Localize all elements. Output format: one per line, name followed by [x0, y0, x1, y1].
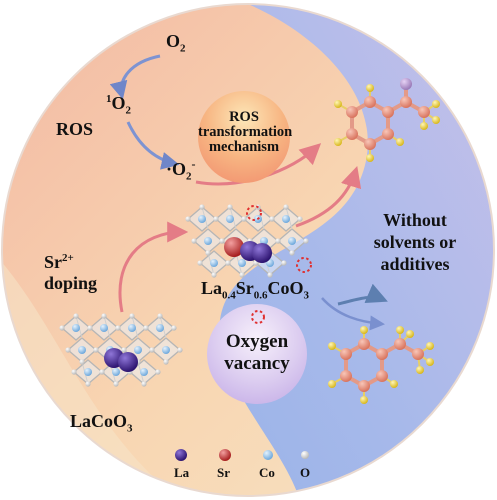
conditions-text: Without solvents or additives — [373, 210, 457, 274]
la-atom — [118, 352, 138, 372]
ros-label: ROS — [56, 119, 94, 139]
arrow-reactant-to-conditions — [337, 283, 388, 306]
reactant-molecule — [328, 326, 434, 404]
la-atom — [252, 243, 272, 263]
legend-sr-label: Sr — [217, 465, 230, 480]
legend-swatches — [175, 449, 309, 461]
product-molecule — [334, 78, 440, 162]
arrow-singlet-to-superoxide — [126, 121, 180, 170]
oxygen-vacancy-marker — [296, 257, 312, 273]
doping-label: Sr2+ doping — [44, 252, 98, 293]
legend-sr-swatch — [219, 449, 231, 461]
legend-co-swatch — [263, 450, 273, 460]
oxygen-vacancy-circle — [207, 304, 307, 404]
pristine-crystal — [58, 312, 184, 388]
vacancy-text: Oxygen vacancy — [224, 331, 290, 374]
vacancy-circle-marker — [251, 310, 265, 324]
o2-label: O2 — [166, 31, 186, 55]
singlet-oxygen-label: 1O2 — [106, 93, 132, 117]
legend-co-label: Co — [259, 465, 275, 480]
arrow-to-reactant-molecule — [321, 297, 385, 331]
arrow-o2-to-singlet — [109, 54, 161, 100]
arrow-doping — [118, 221, 189, 313]
pristine-formula: LaCoO3 — [70, 411, 133, 435]
arrow-crystal-to-product — [295, 165, 362, 228]
superoxide-label: ·O2- — [166, 157, 196, 183]
doped-crystal — [184, 203, 312, 279]
legend-o-label: O — [300, 465, 311, 480]
legend-la-swatch — [175, 449, 187, 461]
doped-formula: La0.4Sr0.6CoO3 — [201, 278, 310, 302]
legend-la-label: La — [174, 465, 190, 480]
sr-atom — [224, 237, 244, 257]
legend-o-swatch — [301, 451, 309, 459]
mechanism-text: ROS transformation mechanism — [198, 109, 293, 156]
oxygen-vacancy-marker — [246, 205, 262, 221]
ros-mechanism-circle — [198, 91, 290, 183]
